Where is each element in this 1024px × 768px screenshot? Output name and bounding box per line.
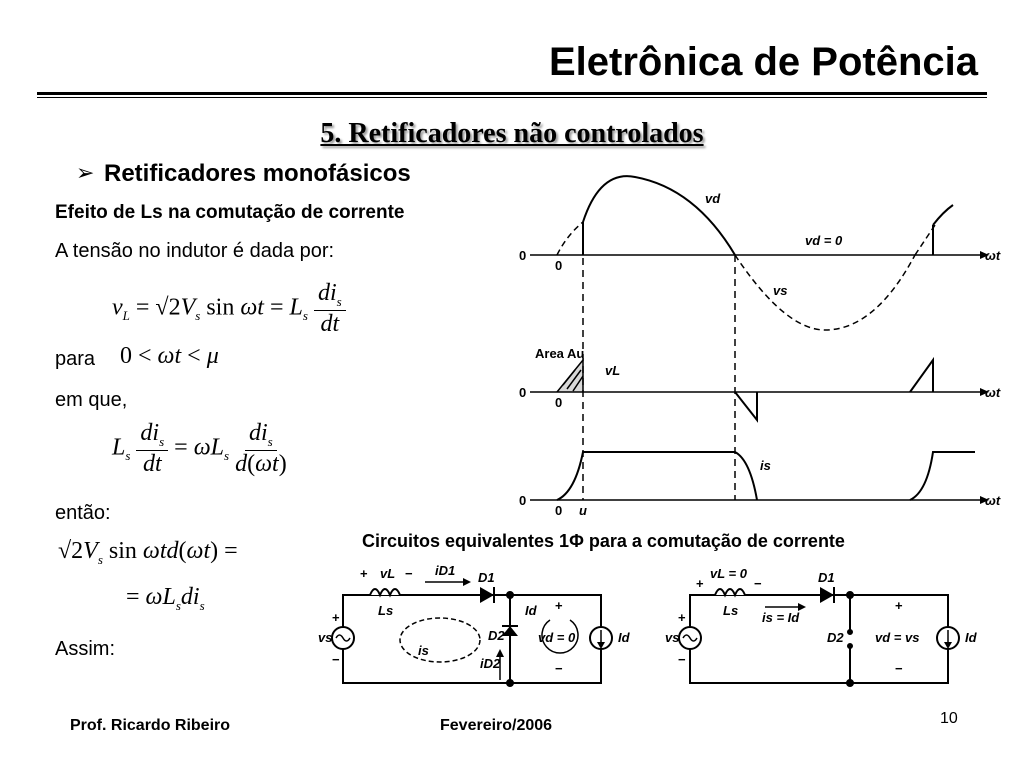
circuit-a-inductor xyxy=(369,588,401,598)
svg-text:D1: D1 xyxy=(818,570,835,585)
label-vd: vd xyxy=(705,191,721,206)
label-wt-1: ωt xyxy=(985,248,1001,263)
svg-text:−: − xyxy=(405,566,413,581)
vd-waveform xyxy=(582,175,736,256)
svg-text:iD2: iD2 xyxy=(480,656,501,671)
equivalent-circuits: vL + − iD1 D1 Ls vs + − is D2 iD2 Id vd … xyxy=(318,563,978,687)
svg-text:is = Id: is = Id xyxy=(762,610,800,625)
svg-text:D2: D2 xyxy=(488,628,505,643)
label-vs: vs xyxy=(773,283,787,298)
svg-text:+: + xyxy=(360,566,368,581)
circuit-b-inductor xyxy=(714,588,746,598)
is-waveform xyxy=(556,451,758,501)
label-zero-3: 0 xyxy=(519,493,526,508)
title-rule-thick xyxy=(37,92,987,95)
svg-text:−: − xyxy=(332,652,340,667)
vl-negative-pulse xyxy=(734,391,758,423)
svg-text:Ls: Ls xyxy=(378,603,393,618)
bullet-arrow-icon: ➢ xyxy=(76,160,95,185)
text-line-1: A tensão no indutor é dada por: xyxy=(55,240,335,262)
figure-caption: Circuitos equivalentes 1Φ para a comutaç… xyxy=(362,531,845,551)
svg-text:vs: vs xyxy=(665,630,679,645)
waveform-figure: vd vd = 0 vs Area Au vL is ωt ωt ωt 0 0 … xyxy=(519,175,1001,518)
label-vl: vL xyxy=(605,363,620,378)
para-label: para xyxy=(55,348,96,370)
svg-text:+: + xyxy=(555,598,563,613)
label-area: Area Au xyxy=(535,346,584,361)
svg-text:is: is xyxy=(418,643,429,658)
label-u: u xyxy=(579,503,587,518)
label-wt-3: ωt xyxy=(985,493,1001,508)
svg-text:Id: Id xyxy=(965,630,978,645)
vs-waveform xyxy=(734,254,916,331)
svg-text:+: + xyxy=(678,610,686,625)
footer-author: Prof. Ricardo Ribeiro xyxy=(70,717,231,734)
footer-date: Fevereiro/2006 xyxy=(440,717,553,734)
effect-heading: Efeito de Ls na comutação de corrente xyxy=(55,202,405,223)
svg-text:D1: D1 xyxy=(478,570,495,585)
page-number: 10 xyxy=(940,710,958,727)
svg-text:+: + xyxy=(332,610,340,625)
label-zero-1b: 0 xyxy=(555,258,562,273)
label-is: is xyxy=(760,458,771,473)
label-zero-2b: 0 xyxy=(555,395,562,410)
circuit-a-d2 xyxy=(502,626,518,636)
equation-range: 0 < ωt < μ xyxy=(120,343,219,369)
entao-label: então: xyxy=(55,502,111,524)
svg-text:D2: D2 xyxy=(827,630,844,645)
equation-integral-2: = ωLsdis xyxy=(126,584,205,613)
label-vd-zero: vd = 0 xyxy=(805,233,843,248)
section-subtitle: 5. Retificadores não controlados xyxy=(320,118,704,149)
label-zero-1: 0 xyxy=(519,248,526,263)
svg-text:vd = vs: vd = vs xyxy=(875,630,919,645)
assim-label: Assim: xyxy=(55,638,115,660)
svg-text:vd = 0: vd = 0 xyxy=(538,630,576,645)
bullet-heading: Retificadores monofásicos xyxy=(104,160,411,187)
svg-text:Ls: Ls xyxy=(723,603,738,618)
em-que-label: em que, xyxy=(55,389,128,411)
label-wt-2: ωt xyxy=(985,385,1001,400)
svg-text:vs: vs xyxy=(318,630,332,645)
svg-text:+: + xyxy=(696,576,704,591)
vl-positive-pulse xyxy=(909,356,934,393)
svg-text:−: − xyxy=(754,576,762,591)
slide-title: Eletrônica de Potência xyxy=(548,40,978,84)
label-zero-3b: 0 xyxy=(555,503,562,518)
svg-text:vL = 0: vL = 0 xyxy=(710,566,748,581)
svg-text:−: − xyxy=(678,652,686,667)
svg-text:Id: Id xyxy=(525,603,538,618)
circuit-b-d1 xyxy=(820,587,834,603)
svg-text:Id: Id xyxy=(618,630,631,645)
svg-text:−: − xyxy=(555,661,563,676)
title-rule-thin xyxy=(37,97,987,98)
svg-text:vL: vL xyxy=(380,566,395,581)
svg-text:+: + xyxy=(895,598,903,613)
label-zero-2: 0 xyxy=(519,385,526,400)
svg-text:−: − xyxy=(895,661,903,676)
circuit-a-d1 xyxy=(480,587,494,603)
svg-text:iD1: iD1 xyxy=(435,563,455,578)
equation-integral-1: √2Vs sin ωtd(ωt) = xyxy=(58,538,238,567)
